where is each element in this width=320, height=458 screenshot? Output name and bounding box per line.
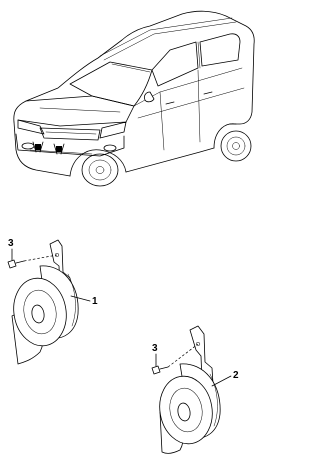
horn-2-assembly bbox=[151, 325, 232, 454]
callout-bolt-horn-1: 3 bbox=[8, 238, 14, 249]
parts-diagram: 3 1 3 2 bbox=[7, 10, 255, 454]
horn-location-marker bbox=[32, 141, 65, 155]
bolt-horn-1 bbox=[7, 259, 25, 269]
horn-1-assembly bbox=[7, 239, 91, 365]
vehicle-illustration bbox=[13, 10, 255, 187]
callout-bolt-horn-2: 3 bbox=[152, 343, 158, 354]
callout-horn-2: 2 bbox=[233, 370, 239, 381]
bolt-horn-2 bbox=[151, 365, 169, 375]
callout-horn-1: 1 bbox=[92, 296, 98, 307]
